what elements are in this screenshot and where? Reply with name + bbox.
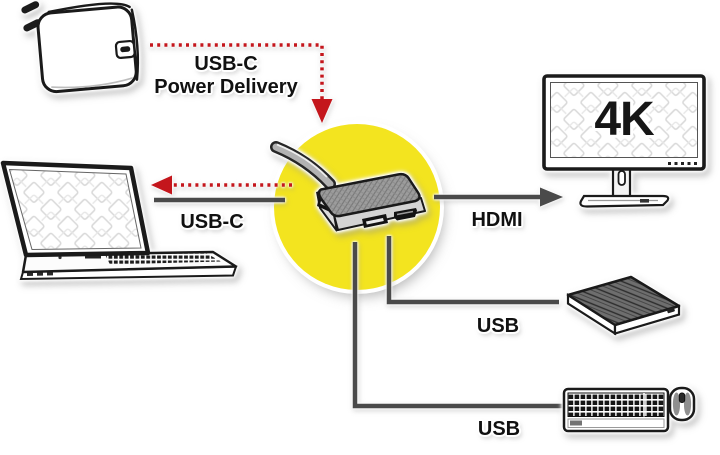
- mouse-scroll-wheel: [678, 392, 686, 403]
- keyboard-wrist-rest: [567, 418, 665, 428]
- keyboard-keys: [567, 392, 665, 417]
- laptop-keys: [105, 252, 221, 265]
- hub-cable: [270, 141, 336, 190]
- usb-storage-line: [386, 236, 559, 305]
- power-delivery-label-line2: Power Delivery: [154, 76, 298, 98]
- laptop-screen: [8, 168, 142, 251]
- usb-peripherals-line: [352, 242, 565, 409]
- power-delivery-label-line1: USB-C: [194, 53, 258, 75]
- monitor-screen: [550, 82, 698, 158]
- hard-drive-port: [666, 307, 675, 314]
- monitor-buttons: [668, 162, 697, 165]
- power-delivery-label: USB-C Power Delivery: [154, 53, 297, 99]
- laptop-icon: [0, 160, 238, 281]
- usb-storage-label: USB: [476, 315, 520, 337]
- monitor-icon: 4K: [542, 74, 706, 208]
- hub-icon: [270, 141, 426, 232]
- usb-c-label: USB-C: [180, 211, 244, 233]
- hub-to-laptop-arrowhead-icon: [151, 175, 172, 195]
- power-adapter-plug-pins: [21, 1, 42, 32]
- monitor-4k-badge: 4K: [594, 93, 655, 146]
- power-delivery-arrowhead-icon: [311, 99, 333, 123]
- power-adapter-body: [36, 2, 140, 94]
- hard-drive-icon: [566, 275, 681, 336]
- hard-drive-top: [566, 275, 681, 327]
- hdmi-label: HDMI: [471, 209, 523, 231]
- mouse: [668, 386, 696, 422]
- usb-peripherals-label: USB: [477, 418, 521, 440]
- hdmi-arrowhead-icon: [540, 187, 563, 207]
- power-adapter-icon: [21, 1, 140, 94]
- monitor-stand-base: [579, 194, 670, 208]
- keyboard-mouse-icon: [562, 386, 696, 433]
